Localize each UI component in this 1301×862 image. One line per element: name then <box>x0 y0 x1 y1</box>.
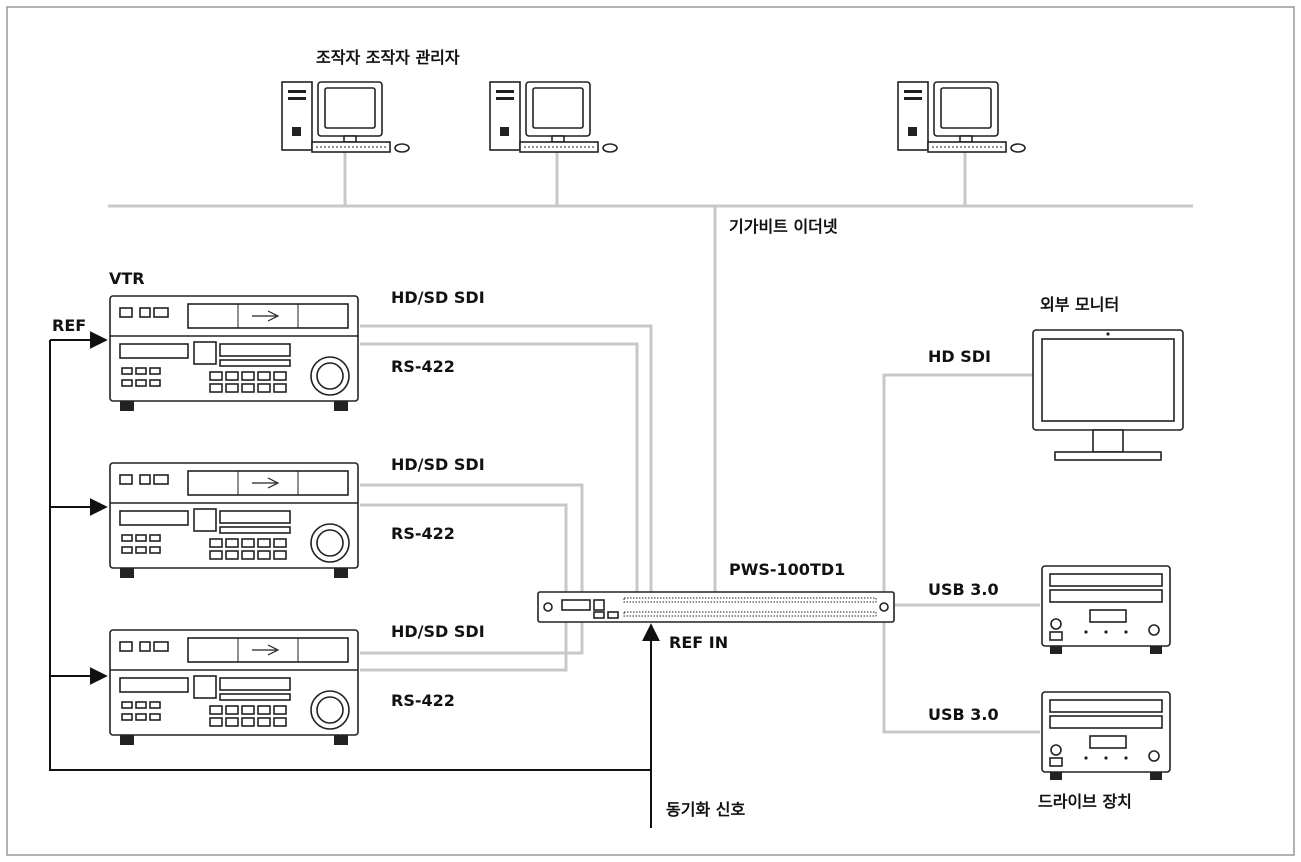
usb-label-1: USB 3.0 <box>928 580 999 599</box>
vtr-cables <box>360 324 653 672</box>
operator-computer-2 <box>489 81 618 153</box>
external-monitor-device <box>1032 329 1184 461</box>
rs422-label-1: RS-422 <box>391 357 455 376</box>
ethernet-label: 기가비트 이더넷 <box>729 217 838 236</box>
operator-computer-1 <box>281 81 410 153</box>
diagram-frame <box>6 6 1295 856</box>
main-unit-device <box>537 591 895 623</box>
vtr-label: VTR <box>109 269 145 288</box>
sdi-label-1: HD/SD SDI <box>391 288 485 307</box>
vtr-deck-3 <box>109 629 359 746</box>
drive-unit-1 <box>1041 565 1171 655</box>
sdi-label-2: HD/SD SDI <box>391 455 485 474</box>
sdi-label-3: HD/SD SDI <box>391 622 485 641</box>
drive-label: 드라이브 장치 <box>1038 792 1132 811</box>
output-cables <box>882 373 1040 734</box>
vtr-deck-2 <box>109 462 359 579</box>
ref-in-label: REF IN <box>669 633 728 652</box>
ref-sync-lines <box>49 331 660 828</box>
ethernet-bus <box>108 150 1193 592</box>
rs422-label-3: RS-422 <box>391 691 455 710</box>
main-unit-label: PWS-100TD1 <box>729 560 845 579</box>
hd-sdi-label: HD SDI <box>928 347 991 366</box>
usb-label-2: USB 3.0 <box>928 705 999 724</box>
external-monitor-label: 외부 모니터 <box>1040 295 1119 314</box>
drive-unit-2 <box>1041 691 1171 781</box>
admin-computer <box>897 81 1026 153</box>
ref-label: REF <box>52 316 86 335</box>
operators-label: 조작자 조작자 관리자 <box>316 48 460 67</box>
sync-signal-label: 동기화 신호 <box>666 800 745 819</box>
rs422-label-2: RS-422 <box>391 524 455 543</box>
vtr-deck-1 <box>109 295 359 412</box>
